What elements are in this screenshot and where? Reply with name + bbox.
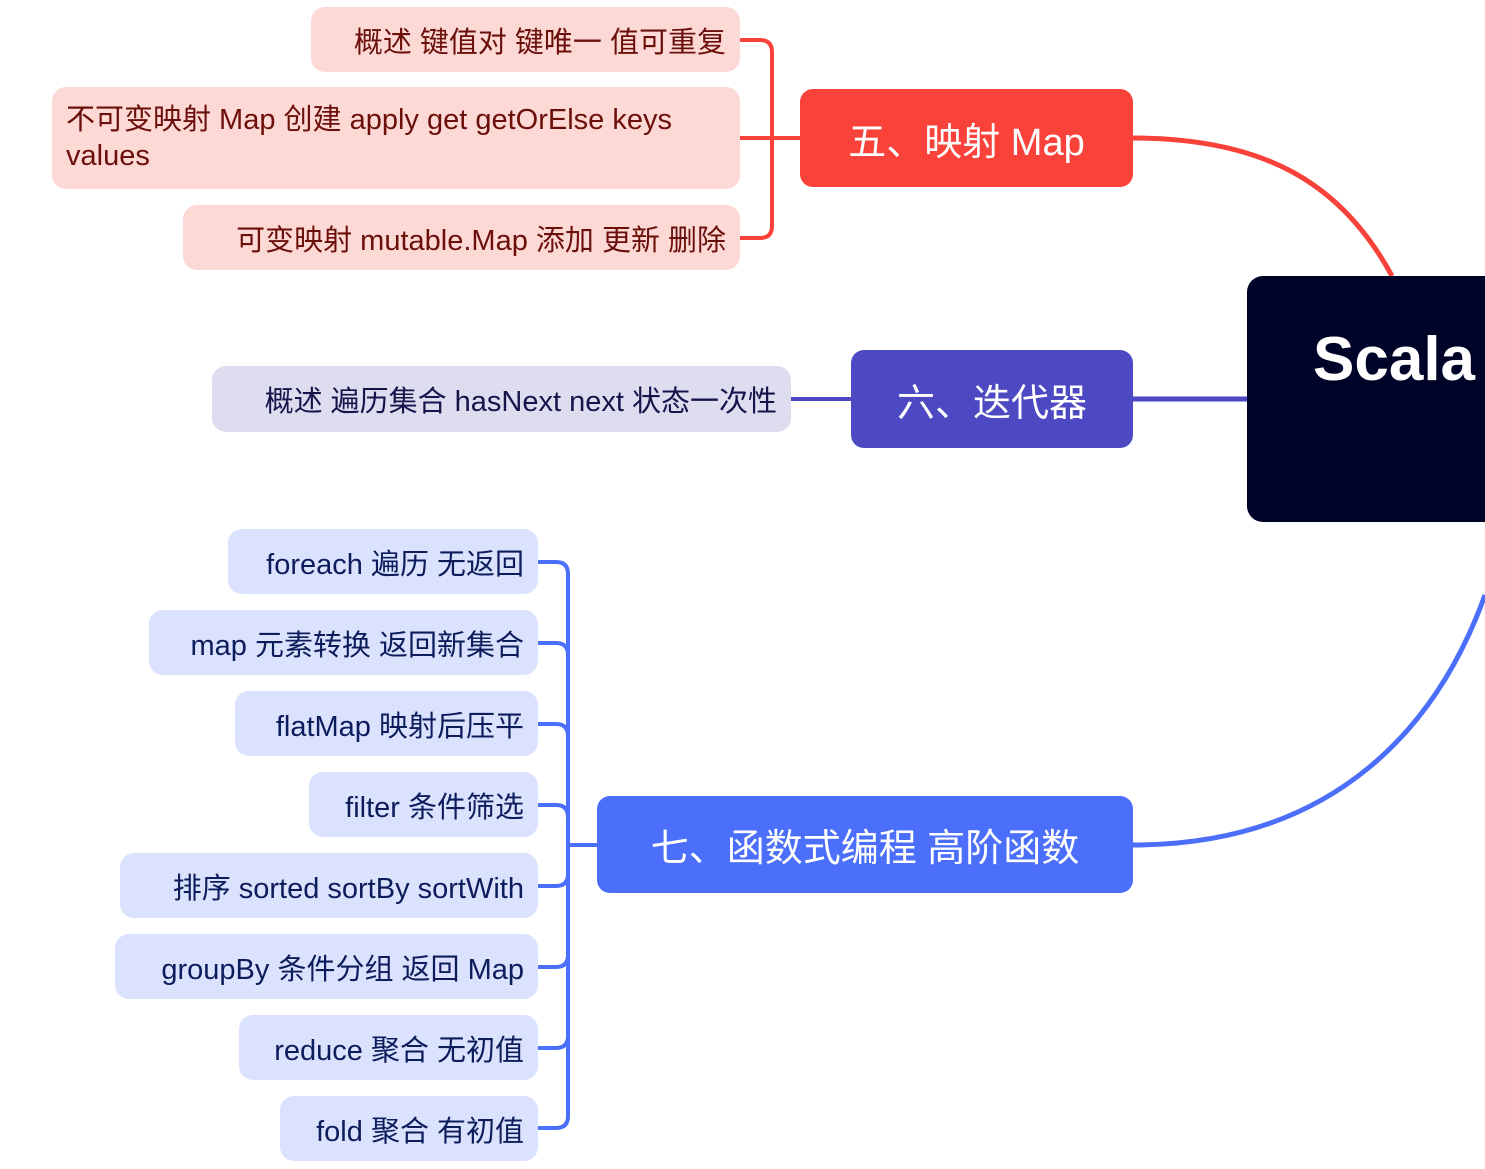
leaf-filter[interactable]: filter 条件筛选 — [309, 772, 538, 837]
leaf-label: reduce 聚合 无初值 — [274, 1034, 524, 1067]
leaf-label: fold 聚合 有初值 — [316, 1115, 524, 1148]
root-label: Scala — [1313, 325, 1476, 394]
leaf-label: 排序 sorted sortBy sortWith — [172, 872, 524, 905]
branch-map[interactable]: 五、映射 Map — [800, 89, 1133, 187]
edge-branch7-bracket — [538, 560, 597, 1130]
leaf-label: 概述 键值对 键唯一 值可重复 — [353, 26, 726, 59]
leaf-label: 可变映射 mutable.Map 添加 更新 删除 — [236, 224, 726, 257]
branch-label: 五、映射 Map — [848, 121, 1085, 164]
leaf-immutable-map[interactable]: 不可变映射 Map 创建 apply get getOrElse keys va… — [52, 87, 740, 189]
branch-iterator[interactable]: 六、迭代器 — [851, 350, 1133, 448]
leaf-mutable-map[interactable]: 可变映射 mutable.Map 添加 更新 删除 — [183, 205, 740, 270]
leaf-iterator-overview[interactable]: 概述 遍历集合 hasNext next 状态一次性 — [212, 366, 791, 432]
leaf-label: foreach 遍历 无返回 — [266, 548, 524, 581]
branch-label: 六、迭代器 — [896, 382, 1087, 425]
leaf-map-overview[interactable]: 概述 键值对 键唯一 值可重复 — [311, 7, 740, 72]
leaf-map[interactable]: map 元素转换 返回新集合 — [149, 610, 538, 675]
root-node[interactable]: Scala — [1247, 276, 1485, 522]
leaf-label: filter 条件筛选 — [345, 791, 524, 824]
leaf-label: flatMap 映射后压平 — [275, 710, 524, 743]
edge-root-branch7 — [1132, 594, 1485, 848]
leaf-flatmap[interactable]: flatMap 映射后压平 — [235, 691, 538, 756]
leaf-reduce[interactable]: reduce 聚合 无初值 — [239, 1015, 538, 1080]
leaf-label: 概述 遍历集合 hasNext next 状态一次性 — [264, 386, 777, 418]
branch-label: 七、函数式编程 高阶函数 — [650, 828, 1080, 870]
branch-functional[interactable]: 七、函数式编程 高阶函数 — [597, 796, 1133, 893]
leaf-fold[interactable]: fold 聚合 有初值 — [280, 1096, 538, 1161]
edge-branch5-bracket — [740, 38, 800, 240]
leaf-sort[interactable]: 排序 sorted sortBy sortWith — [120, 853, 538, 918]
leaf-label: 不可变映射 Map 创建 apply get getOrElse keys va… — [66, 104, 672, 172]
leaf-groupby[interactable]: groupBy 条件分组 返回 Map — [115, 934, 538, 999]
leaf-foreach[interactable]: foreach 遍历 无返回 — [228, 529, 538, 594]
leaf-label: groupBy 条件分组 返回 Map — [161, 953, 524, 986]
edge-root-branch5 — [1132, 135, 1395, 278]
leaf-label: map 元素转换 返回新集合 — [190, 629, 524, 662]
